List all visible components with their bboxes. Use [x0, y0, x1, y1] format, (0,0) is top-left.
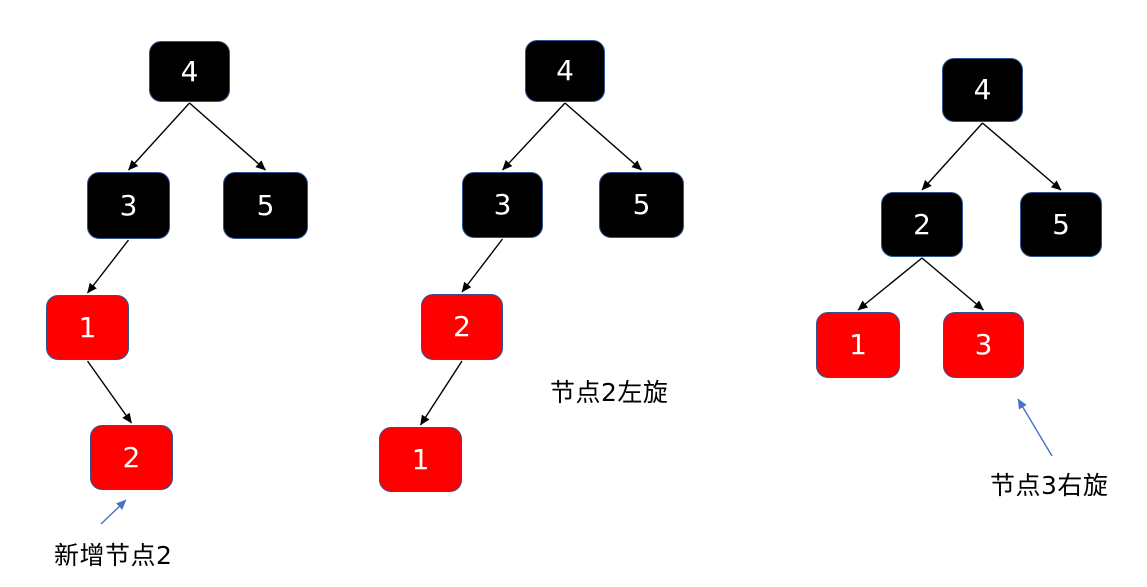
- tree-edge: [921, 122, 984, 191]
- tree-edge: [982, 122, 1062, 191]
- tree-node-black: 5: [599, 172, 684, 238]
- tree-node-red: 2: [90, 425, 173, 490]
- annotation-node-2-left-rotate: 节点2左旋: [550, 378, 669, 407]
- tree-node-black: 5: [223, 172, 308, 239]
- tree-node-black: 2: [881, 192, 963, 257]
- tree-edge: [127, 102, 191, 171]
- tree-node-red: 3: [943, 312, 1024, 378]
- tree-edge: [419, 360, 463, 426]
- tree-edge: [461, 238, 504, 293]
- tree-edge: [86, 360, 133, 424]
- annotation-pointer-arrow: [100, 499, 127, 525]
- tree-edge: [86, 239, 130, 294]
- tree-node-black: 5: [1020, 192, 1102, 257]
- tree-edge: [501, 102, 566, 171]
- tree-node-black: 3: [87, 172, 170, 239]
- tree-edge: [857, 257, 923, 311]
- tree-node-red: 1: [46, 295, 129, 360]
- tree-node-black: 4: [942, 58, 1023, 122]
- tree-edge: [921, 257, 984, 311]
- tree-edge: [564, 102, 642, 171]
- tree-node-black: 4: [149, 41, 230, 102]
- tree-node-black: 3: [462, 172, 543, 238]
- tree-edge: [189, 102, 266, 171]
- tree-node-red: 1: [379, 427, 462, 492]
- annotation-new-node-2: 新增节点2: [54, 541, 173, 570]
- annotation-node-3-right-rotate: 节点3右旋: [990, 471, 1109, 500]
- annotation-pointer-arrow: [1017, 398, 1053, 457]
- tree-node-red: 2: [421, 294, 503, 360]
- tree-node-red: 1: [816, 312, 900, 378]
- tree-node-black: 4: [525, 40, 605, 102]
